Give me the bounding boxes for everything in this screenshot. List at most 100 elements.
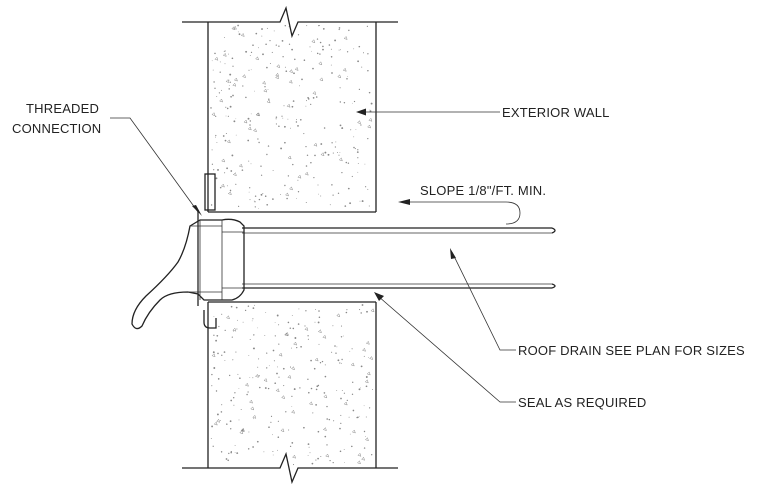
stipple-dot (364, 186, 367, 188)
stipple-dot (322, 45, 324, 48)
stipple-dot (351, 348, 353, 350)
stipple-dot (297, 191, 300, 193)
stipple-dot (264, 86, 266, 88)
aggregate-mark (252, 414, 257, 419)
stipple-dot (341, 127, 344, 130)
stipple-dot (353, 146, 355, 149)
stipple-dot (345, 311, 348, 314)
stipple-dot (260, 193, 263, 196)
stipple-dot (280, 193, 282, 195)
aggregate-mark (319, 77, 324, 82)
stipple-dot (317, 384, 320, 387)
aggregate-mark (368, 117, 373, 122)
stipple-dot (348, 30, 349, 32)
stipple-dot (367, 137, 369, 140)
stipple-dot (236, 328, 238, 330)
stipple-dot (275, 116, 278, 118)
stipple-dot (317, 457, 319, 460)
stipple-dot (324, 375, 327, 378)
stipple-dot (258, 198, 261, 201)
stipple-dot (253, 334, 255, 336)
stipple-dot (215, 136, 216, 138)
stipple-dot (335, 352, 337, 354)
stipple-dot (346, 51, 349, 53)
stipple-dot (293, 388, 296, 391)
stipple-dot (215, 339, 218, 342)
aggregate-mark (275, 75, 280, 80)
stipple-dot (251, 320, 253, 322)
stipple-dot (332, 194, 334, 196)
stipple-dot (365, 376, 368, 378)
aggregate-mark (219, 98, 224, 103)
stipple-dot (252, 318, 254, 320)
aggregate-mark (275, 72, 280, 77)
stipple-dot (331, 351, 333, 353)
stipple-dot (211, 425, 214, 428)
stipple-dot (247, 391, 249, 393)
aggregate-mark (304, 171, 309, 176)
stipple-dot (346, 399, 348, 402)
stipple-dot (347, 76, 349, 77)
aggregate-mark (275, 388, 280, 393)
drain-body-casting (131, 218, 245, 330)
aggregate-mark (365, 340, 370, 345)
stipple-dot (321, 360, 324, 363)
stipple-dot (326, 405, 328, 408)
stipple-dot (236, 319, 238, 321)
aggregate-mark (357, 460, 361, 465)
stipple-dot (306, 154, 309, 156)
stipple-dot (341, 390, 343, 391)
stipple-dot (365, 385, 368, 388)
stipple-dot (318, 193, 320, 195)
stipple-dot (252, 307, 255, 309)
aggregate-mark (351, 429, 356, 434)
stipple-dot (258, 358, 260, 360)
stipple-dot (366, 25, 368, 27)
stipple-dot (278, 45, 280, 47)
stipple-dot (241, 429, 244, 431)
stipple-dot (264, 195, 267, 197)
stipple-dot (342, 335, 344, 337)
stipple-dot (297, 179, 299, 181)
stipple-dot (361, 200, 364, 203)
stipple-dot (306, 25, 308, 27)
stipple-dot (234, 392, 236, 394)
stipple-dot (220, 411, 223, 413)
stipple-dot (322, 48, 324, 51)
stipple-dot (295, 121, 298, 123)
stipple-dot (213, 367, 216, 369)
aggregate-mark (304, 326, 309, 331)
stipple-dot (305, 145, 307, 148)
stipple-dot (229, 81, 232, 83)
stipple-dot (225, 115, 227, 117)
stipple-dot (256, 440, 259, 443)
aggregate-mark (222, 52, 227, 57)
stipple-dot (305, 100, 308, 102)
stipple-dot (301, 78, 303, 81)
stipple-dot (272, 349, 275, 352)
stipple-dot (296, 346, 298, 349)
stipple-dot (367, 53, 369, 55)
stipple-dot (230, 451, 232, 454)
stipple-dot (265, 312, 267, 313)
stipple-dot (215, 177, 218, 180)
stipple-dot (244, 309, 247, 312)
stipple-dot (281, 40, 284, 42)
stipple-dot (237, 31, 239, 33)
stipple-dot (217, 378, 220, 380)
stipple-dot (344, 462, 345, 463)
stipple-dot (349, 433, 351, 435)
stipple-dot (291, 314, 293, 316)
stipple-dot (257, 138, 259, 140)
stipple-dot (271, 51, 273, 53)
aggregate-mark (287, 155, 292, 160)
stipple-dot (355, 129, 357, 131)
stipple-dot (242, 321, 244, 323)
stipple-dot (371, 454, 373, 456)
stipple-dot (274, 322, 276, 323)
aggregate-mark (262, 80, 266, 85)
stipple-dot (334, 345, 336, 347)
stipple-dot (272, 198, 274, 200)
stipple-dot (315, 96, 318, 98)
